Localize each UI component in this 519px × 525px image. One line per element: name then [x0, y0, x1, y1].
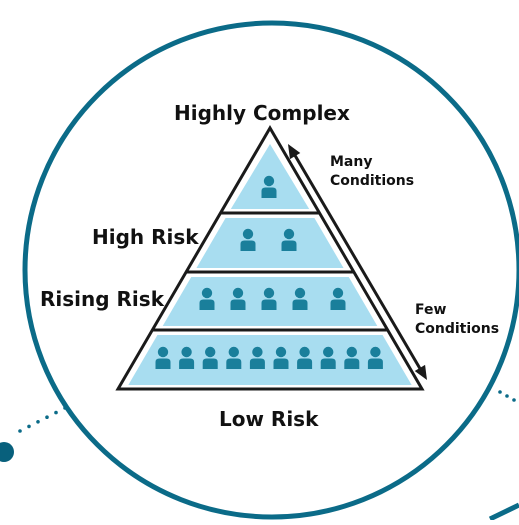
- person-icon: [320, 346, 336, 369]
- many-line-2: Conditions: [330, 173, 415, 189]
- many-line-1: Many: [330, 154, 373, 170]
- person-icon: [179, 346, 195, 369]
- person-icon: [367, 346, 383, 369]
- tier-fill: [196, 218, 344, 268]
- person-icon: [330, 287, 346, 310]
- dot: [27, 424, 31, 429]
- dot-large: [0, 442, 14, 462]
- label-few-conditions: Few Conditions: [415, 301, 499, 339]
- few-line-1: Few: [415, 302, 447, 318]
- label-highly-complex: Highly Complex: [174, 101, 350, 125]
- dot: [45, 415, 49, 420]
- person-icon: [273, 346, 289, 369]
- arrow-head: [414, 364, 427, 380]
- label-rising-risk: Rising Risk: [40, 287, 164, 311]
- person-icon: [249, 346, 265, 369]
- person-icon: [292, 287, 308, 310]
- arrow-head: [288, 144, 301, 160]
- dot: [498, 390, 502, 394]
- dot: [36, 420, 40, 424]
- dot: [512, 398, 516, 402]
- person-icon: [230, 287, 246, 310]
- person-icon: [261, 175, 277, 198]
- tier-fill: [128, 335, 412, 385]
- person-icon: [202, 346, 218, 369]
- decorative-dots: [0, 390, 519, 522]
- person-icon: [226, 346, 242, 369]
- label-low-risk: Low Risk: [219, 407, 319, 431]
- person-icon: [240, 228, 256, 251]
- pyramid-tiers: [115, 125, 425, 391]
- few-line-2: Conditions: [415, 321, 500, 337]
- people-icons: [155, 175, 383, 369]
- secondary-circle-arc: [488, 502, 519, 522]
- person-icon: [155, 346, 171, 369]
- label-many-conditions: Many Conditions: [330, 153, 414, 191]
- arrow-shaft: [291, 151, 424, 373]
- person-icon: [261, 287, 277, 310]
- person-icon: [297, 346, 313, 369]
- person-icon: [344, 346, 360, 369]
- person-icon: [199, 287, 215, 310]
- person-icon: [281, 228, 297, 251]
- dot: [505, 394, 509, 398]
- label-high-risk: High Risk: [92, 225, 199, 249]
- dot: [18, 429, 22, 433]
- double-arrow-icon: [288, 144, 427, 380]
- dot: [54, 410, 58, 415]
